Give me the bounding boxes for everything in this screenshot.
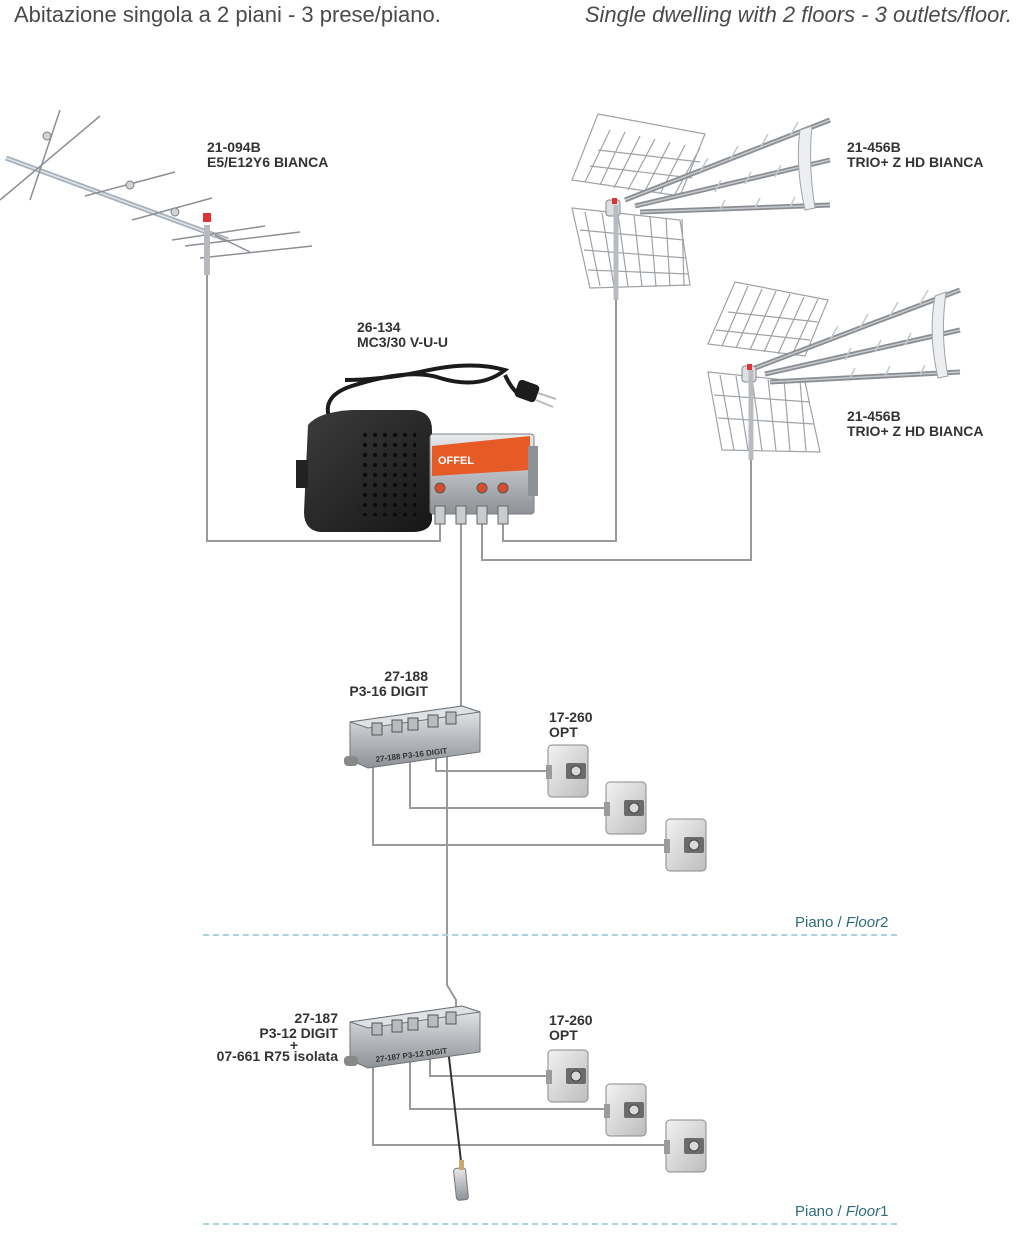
outlet-icon — [604, 1083, 647, 1137]
terminator-label: 07-661 R75 isolata — [216, 1048, 338, 1064]
title-english: Single dwelling with 2 floors - 3 outlet… — [584, 2, 1012, 27]
outlets-floor2-name: OPT — [549, 724, 578, 740]
splitter-floor1-icon: 27-187 P3-12 DIGIT — [344, 1005, 481, 1069]
outlets-floor1-label: 17-260 OPT — [549, 1013, 593, 1043]
vhf-antenna-label: 21-094B E5/E12Y6 BIANCA — [207, 140, 328, 170]
floor1-en: Floor — [845, 1203, 881, 1220]
floor1-num: 1 — [880, 1203, 889, 1220]
splitter-floor1-label: 27-187 P3-12 DIGIT + 07-661 R75 isolata — [190, 1011, 338, 1064]
amplifier-label: 26-134 MC3/30 V-U-U — [357, 320, 448, 350]
uhf-antenna-2-name: TRIO+ Z HD BIANCA — [847, 423, 984, 439]
floor2-word: Piano — [795, 914, 834, 931]
floor2-divider — [203, 934, 897, 936]
floor2-label: Piano / Floor2 — [795, 914, 888, 931]
outlets-floor2-label: 17-260 OPT — [549, 710, 593, 740]
splitter-floor2-name: P3-16 DIGIT — [349, 683, 428, 699]
cable-riser — [446, 745, 457, 1012]
uhf-antenna-2-code: 21-456B — [847, 408, 901, 424]
title-italian: Abitazione singola a 2 piani - 3 prese/p… — [14, 2, 441, 27]
cable-uhf-2 — [481, 378, 752, 561]
floor1-label: Piano / Floor1 — [795, 1203, 888, 1220]
splitter-floor2-code: 27-188 — [384, 668, 428, 684]
outlets-floor1-name: OPT — [549, 1027, 578, 1043]
floor1-sep: / — [833, 1203, 846, 1220]
floor2-en: Floor — [845, 914, 881, 931]
uhf-antenna-2-label: 21-456B TRIO+ Z HD BIANCA — [847, 409, 984, 439]
outlet-icon — [664, 818, 707, 872]
floor1-word: Piano — [795, 1203, 834, 1220]
cable-vhf — [206, 270, 441, 542]
vhf-antenna-name: E5/E12Y6 BIANCA — [207, 154, 329, 170]
cable-uhf-1 — [502, 228, 617, 542]
splitter-floor1-plus: + — [289, 1037, 298, 1053]
splitter-floor2-label: 27-188 P3-16 DIGIT — [320, 669, 428, 699]
cable-f2-outlet-2 — [409, 758, 606, 809]
vhf-antenna-icon — [0, 109, 313, 275]
outlet-icon — [604, 781, 647, 835]
amplifier-brand: OFFEL — [438, 455, 474, 467]
splitter-floor1-name: P3-12 DIGIT — [259, 1025, 338, 1041]
cable-terminator — [446, 1039, 463, 1171]
outlets-floor1-code: 17-260 — [549, 1012, 593, 1028]
cable-f1-outlet-1 — [429, 1052, 548, 1077]
cable-f2-outlet-3 — [372, 760, 666, 846]
vhf-antenna-code: 21-094B — [207, 139, 261, 155]
splitter-floor2-icon: 27-188 P3-16 DIGIT — [344, 705, 481, 769]
uhf-antenna-1-name: TRIO+ Z HD BIANCA — [847, 154, 984, 170]
cable-f1-outlet-3 — [372, 1060, 666, 1146]
amplifier-name: MC3/30 V-U-U — [357, 334, 449, 350]
uhf-antenna-1-label: 21-456B TRIO+ Z HD BIANCA — [847, 140, 984, 170]
uhf-antenna-2-icon — [707, 281, 961, 460]
uhf-antenna-1-code: 21-456B — [847, 139, 901, 155]
outlets-floor2 — [546, 744, 707, 872]
floor1-divider — [203, 1223, 897, 1225]
outlet-icon — [546, 744, 589, 798]
outlets-floor2-code: 17-260 — [549, 709, 593, 725]
uhf-antenna-1-icon — [571, 113, 831, 300]
floor2-sep: / — [833, 914, 846, 931]
cable-f1-outlet-2 — [409, 1058, 606, 1110]
outlets-floor1 — [546, 1049, 707, 1173]
amplifier-icon: OFFEL — [296, 363, 557, 532]
splitter-floor1-code: 27-187 — [294, 1010, 338, 1026]
floor2-num: 2 — [880, 914, 889, 931]
terminator-icon — [453, 1160, 469, 1201]
outlet-icon — [546, 1049, 589, 1103]
outlet-icon — [664, 1119, 707, 1173]
amplifier-code: 26-134 — [357, 319, 401, 335]
